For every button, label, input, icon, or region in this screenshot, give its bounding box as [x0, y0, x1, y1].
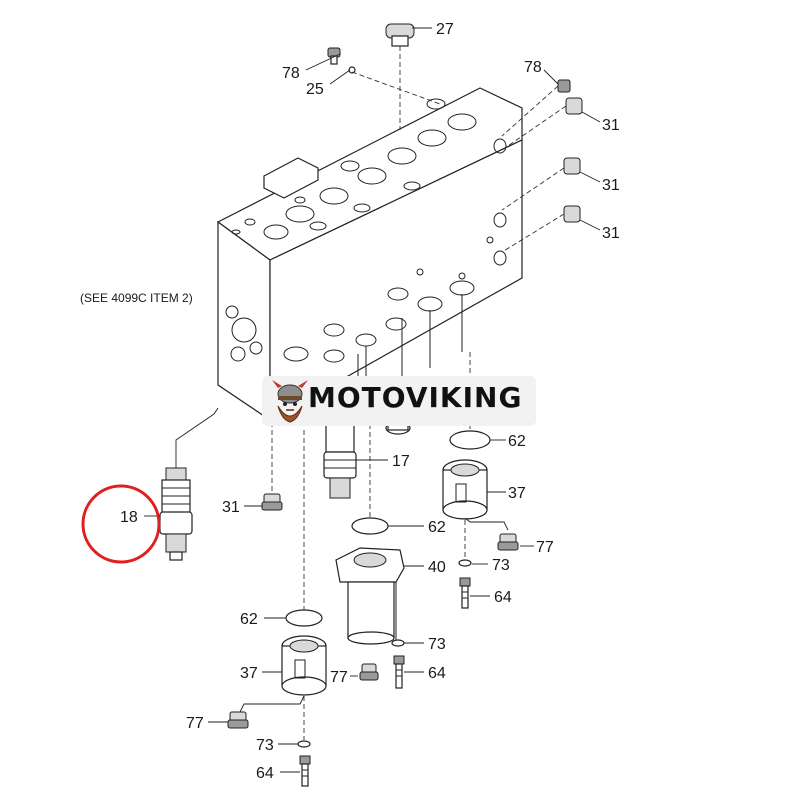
- callout-25: 25: [306, 81, 324, 98]
- filter-housing-40: [335, 547, 405, 645]
- washer-73-mid: [391, 639, 405, 647]
- brand-name: MOTOVIKING: [308, 381, 523, 414]
- o-ring-62-c: [285, 430, 323, 627]
- callout-78-top: 78: [282, 65, 300, 82]
- cover-37-lower: [239, 635, 327, 740]
- control-valve-block: [216, 87, 523, 422]
- callout-73-mid: 73: [428, 636, 446, 653]
- bolt-25: [348, 66, 441, 105]
- plug-78-right: [501, 79, 571, 137]
- callout-62-b: 62: [428, 519, 446, 536]
- plug-31-right-a: [501, 97, 583, 151]
- callout-64-mid: 64: [428, 665, 446, 682]
- callout-62-c: 62: [240, 611, 258, 628]
- plug-31-right-b: [501, 157, 581, 211]
- relief-valve-18: [159, 407, 219, 561]
- callout-73-lower: 73: [256, 737, 274, 754]
- reference-note: (SEE 4099C ITEM 2): [80, 291, 193, 305]
- bolt-77-lower: [227, 711, 249, 729]
- callout-64-upper: 64: [494, 589, 512, 606]
- highlight-circle: [81, 484, 161, 564]
- callout-31-left: 31: [222, 499, 240, 516]
- callout-77-upper: 77: [536, 539, 554, 556]
- cover-37-upper: [442, 459, 509, 560]
- callout-73-upper: 73: [492, 557, 510, 574]
- bolt-64-lower: [299, 755, 311, 787]
- callout-37-upper: 37: [508, 485, 526, 502]
- bolt-77-mid: [359, 663, 379, 681]
- callout-64-lower: 64: [256, 765, 274, 782]
- plug-31-left: [261, 422, 283, 511]
- callout-31-right-a: 31: [602, 117, 620, 134]
- callout-77-lower: 77: [186, 715, 204, 732]
- bolt-77-upper: [497, 533, 519, 551]
- callout-40: 40: [428, 559, 446, 576]
- callout-31-right-c: 31: [602, 225, 620, 242]
- bolt-78-top: [327, 47, 341, 65]
- viking-helmet-icon: [272, 380, 308, 423]
- callout-77-mid: 77: [330, 669, 348, 686]
- callout-37-lower: 37: [240, 665, 258, 682]
- callout-78-right: 78: [524, 59, 542, 76]
- callout-62-a: 62: [508, 433, 526, 450]
- washer-73-upper: [458, 559, 472, 567]
- callout-17: 17: [392, 453, 410, 470]
- callout-27: 27: [436, 21, 454, 38]
- washer-73-lower: [297, 740, 311, 748]
- bolt-64-upper: [459, 577, 471, 609]
- callout-18: 18: [120, 509, 138, 526]
- callout-31-right-b: 31: [602, 177, 620, 194]
- brand-watermark: [262, 376, 536, 426]
- bolt-64-mid: [393, 655, 405, 689]
- plug-27: [385, 23, 415, 130]
- plug-31-right-c: [501, 205, 581, 253]
